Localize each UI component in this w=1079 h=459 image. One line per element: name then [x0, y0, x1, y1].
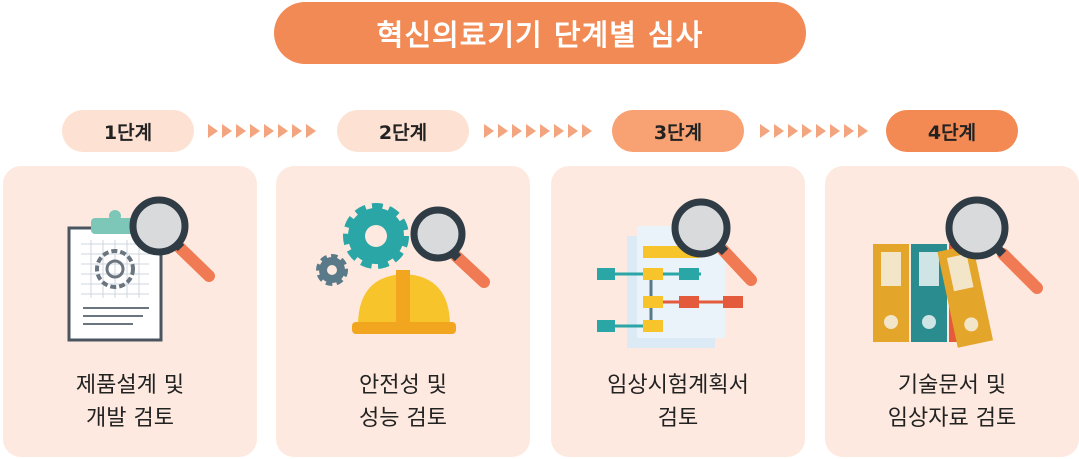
step-2-badge: 2단계 [337, 110, 469, 152]
step-2-card: 안전성 및 성능 검토 [276, 166, 530, 457]
step-1-badge: 1단계 [62, 110, 194, 152]
clipboard-gear-icon [67, 196, 215, 342]
binders-icon [873, 196, 1043, 348]
step-arrows-3-icon [760, 124, 868, 138]
step-2-label: 안전성 및 성능 검토 [359, 373, 447, 431]
step-4-label: 기술문서 및 임상자료 검토 [887, 373, 1017, 431]
step-arrows-1-icon [208, 124, 316, 138]
step-1-card: 제품설계 및 개발 검토 [3, 166, 257, 457]
step-3-badge: 3단계 [612, 110, 744, 152]
step-1-label: 제품설계 및 개발 검토 [75, 373, 185, 431]
step-3-card: 임상시험계획서 검토 [551, 166, 805, 457]
flowchart-document-icon [597, 198, 757, 348]
step-3-label: 임상시험계획서 검토 [607, 373, 749, 431]
gears-hardhat-icon [316, 203, 490, 334]
step-arrows-2-icon [484, 124, 592, 138]
step-4-card: 기술문서 및 임상자료 검토 [825, 166, 1079, 457]
page-title: 혁신의료기기 단계별 심사 [274, 2, 806, 64]
step-4-badge: 4단계 [886, 110, 1018, 152]
